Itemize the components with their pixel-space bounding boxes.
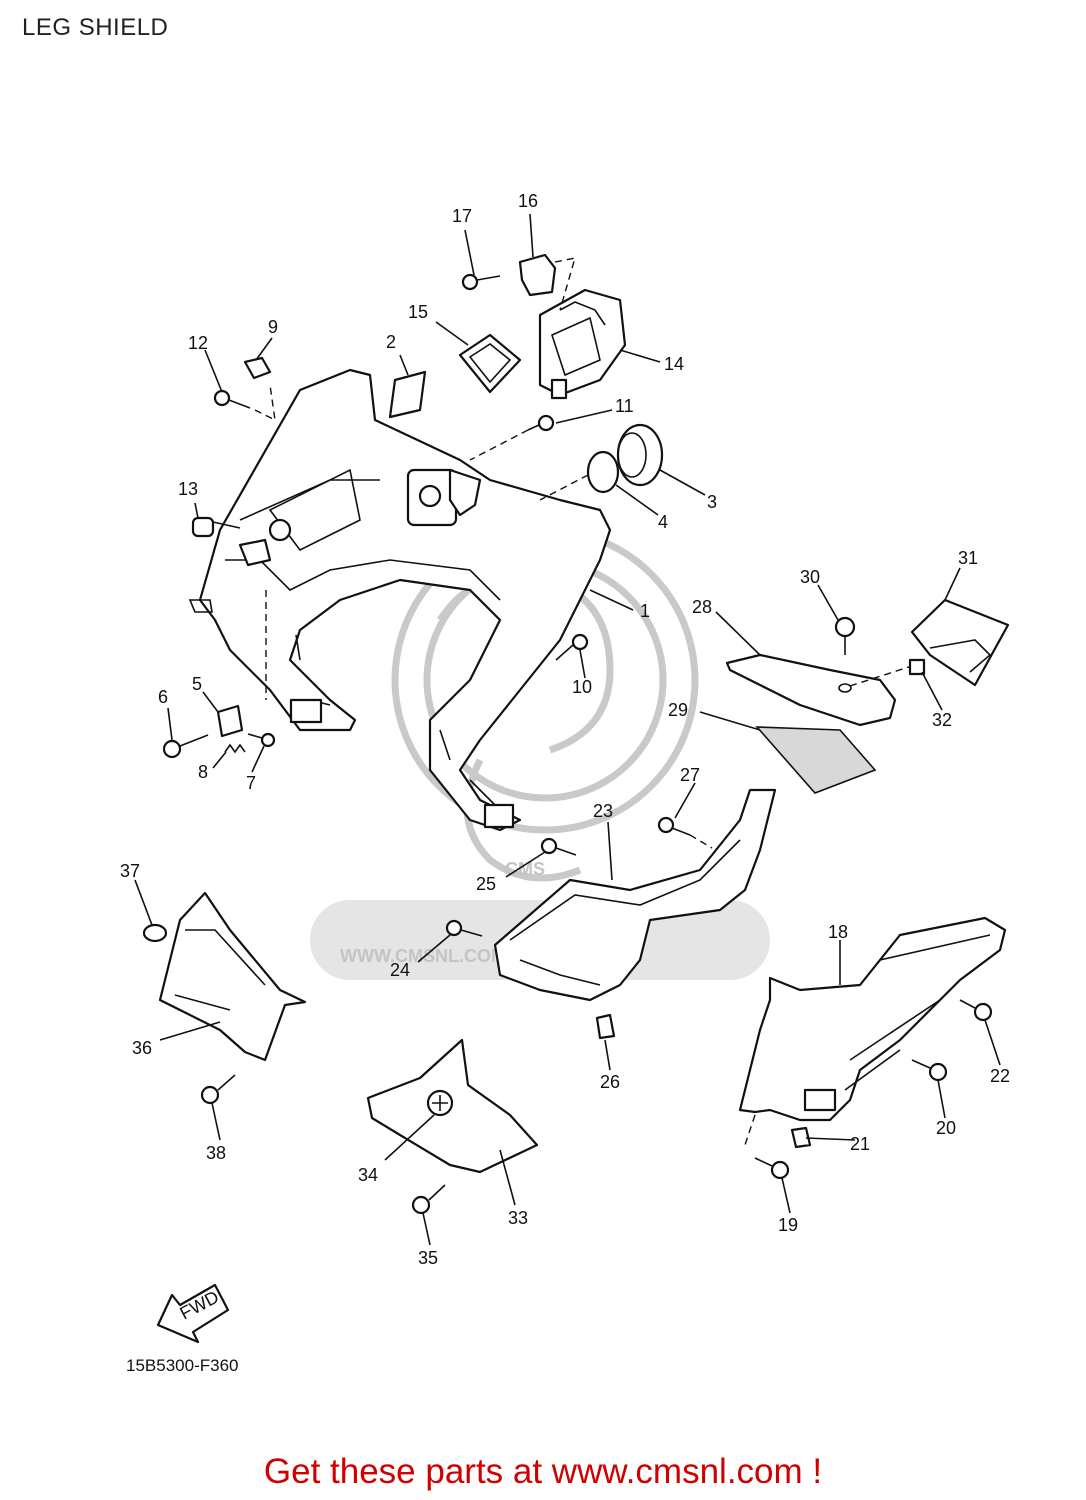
callout-24: 24: [390, 960, 410, 980]
callout-6: 6: [158, 687, 168, 707]
part-10-screw: [555, 633, 589, 661]
callout-12: 12: [188, 333, 208, 353]
part-29-mat: [755, 726, 877, 794]
callout-34: 34: [358, 1165, 378, 1185]
part-17-screw: [461, 273, 501, 291]
callout-25: 25: [476, 874, 496, 894]
callout-29: 29: [668, 700, 688, 720]
callout-37: 37: [120, 861, 140, 881]
callout-3: 3: [707, 492, 717, 512]
part-18-side-cover: [738, 916, 1007, 1122]
part-9-nut: [243, 356, 272, 380]
callout-17: 17: [452, 206, 472, 226]
callout-10: 10: [572, 677, 592, 697]
callout-35: 35: [418, 1248, 438, 1268]
callout-38: 38: [206, 1143, 226, 1163]
callout-8: 8: [198, 762, 208, 782]
part-13-grommet: [191, 516, 215, 538]
part-4-ring: [586, 450, 620, 494]
callout-4: 4: [658, 512, 668, 532]
part-28-panel: [725, 653, 897, 727]
part-2-label: [388, 370, 427, 419]
footer-link[interactable]: Get these parts at www.cmsnl.com !: [263, 1452, 823, 1491]
part-7-bolt: [247, 732, 276, 748]
callout-33: 33: [508, 1208, 528, 1228]
part-14-housing: [538, 288, 627, 400]
callout-18: 18: [828, 922, 848, 942]
callout-11: 11: [615, 396, 634, 416]
part-26-nut: [595, 1013, 616, 1040]
part-22-bolt: [959, 999, 993, 1022]
part-25-screw: [540, 837, 577, 856]
page-title: LEG SHIELD: [22, 14, 169, 41]
callout-32: 32: [932, 710, 952, 730]
drawing-code: 15B5300-F360: [126, 1356, 239, 1375]
part-16-clip: [518, 253, 557, 297]
callout-26: 26: [600, 1072, 620, 1092]
callout-21: 21: [850, 1134, 870, 1154]
part-34-emblem: [426, 1089, 454, 1117]
part-19-screw: [754, 1157, 790, 1180]
callout-1: 1: [640, 601, 650, 621]
part-11-screw: [527, 414, 555, 432]
watermark-logo: CMS: [505, 859, 545, 879]
part-38-screw: [200, 1074, 236, 1105]
callout-31: 31: [958, 548, 978, 568]
callout-27: 27: [680, 765, 700, 785]
callout-28: 28: [692, 597, 712, 617]
part-32-clip: [908, 658, 926, 676]
callout-23: 23: [593, 801, 613, 821]
part-12-screw: [213, 384, 276, 422]
part-20-screw: [911, 1059, 948, 1082]
callout-16: 16: [518, 191, 538, 211]
leader-lines: [134, 213, 1001, 1246]
callout-13: 13: [178, 479, 198, 499]
part-3-socket: [616, 423, 664, 487]
part-24-screw: [445, 919, 483, 937]
part-6-screw: [162, 734, 209, 759]
callout-30: 30: [800, 567, 820, 587]
part-21-clip: [790, 1126, 812, 1149]
leg-shield-main: [188, 368, 612, 832]
fwd-arrow-icon: FWD: [156, 1283, 230, 1344]
callout-numbers: 1 2 3 4 5 6 7 8 9 10 11 12 13 14 15 16 1…: [120, 191, 1010, 1268]
part-35-screw: [411, 1184, 446, 1215]
callout-14: 14: [664, 354, 684, 374]
callout-9: 9: [268, 317, 278, 337]
part-5-bracket: [216, 704, 244, 738]
part-8-spring: [224, 743, 246, 754]
part-37-cap: [142, 923, 168, 943]
part-30-screw: [834, 616, 856, 655]
part-15-gasket: [458, 333, 522, 394]
callout-7: 7: [246, 773, 256, 793]
callout-20: 20: [936, 1118, 956, 1138]
part-27-bolt: [657, 816, 691, 836]
callout-19: 19: [778, 1215, 798, 1235]
callout-22: 22: [990, 1066, 1010, 1086]
callout-5: 5: [192, 674, 202, 694]
watermark-url: WWW.CMSNL.COM: [340, 946, 506, 966]
callout-2: 2: [386, 332, 396, 352]
callout-36: 36: [132, 1038, 152, 1058]
callout-15: 15: [408, 302, 428, 322]
part-23-inner-panel: [493, 788, 777, 1002]
part-36-left-cover: [158, 891, 307, 1062]
